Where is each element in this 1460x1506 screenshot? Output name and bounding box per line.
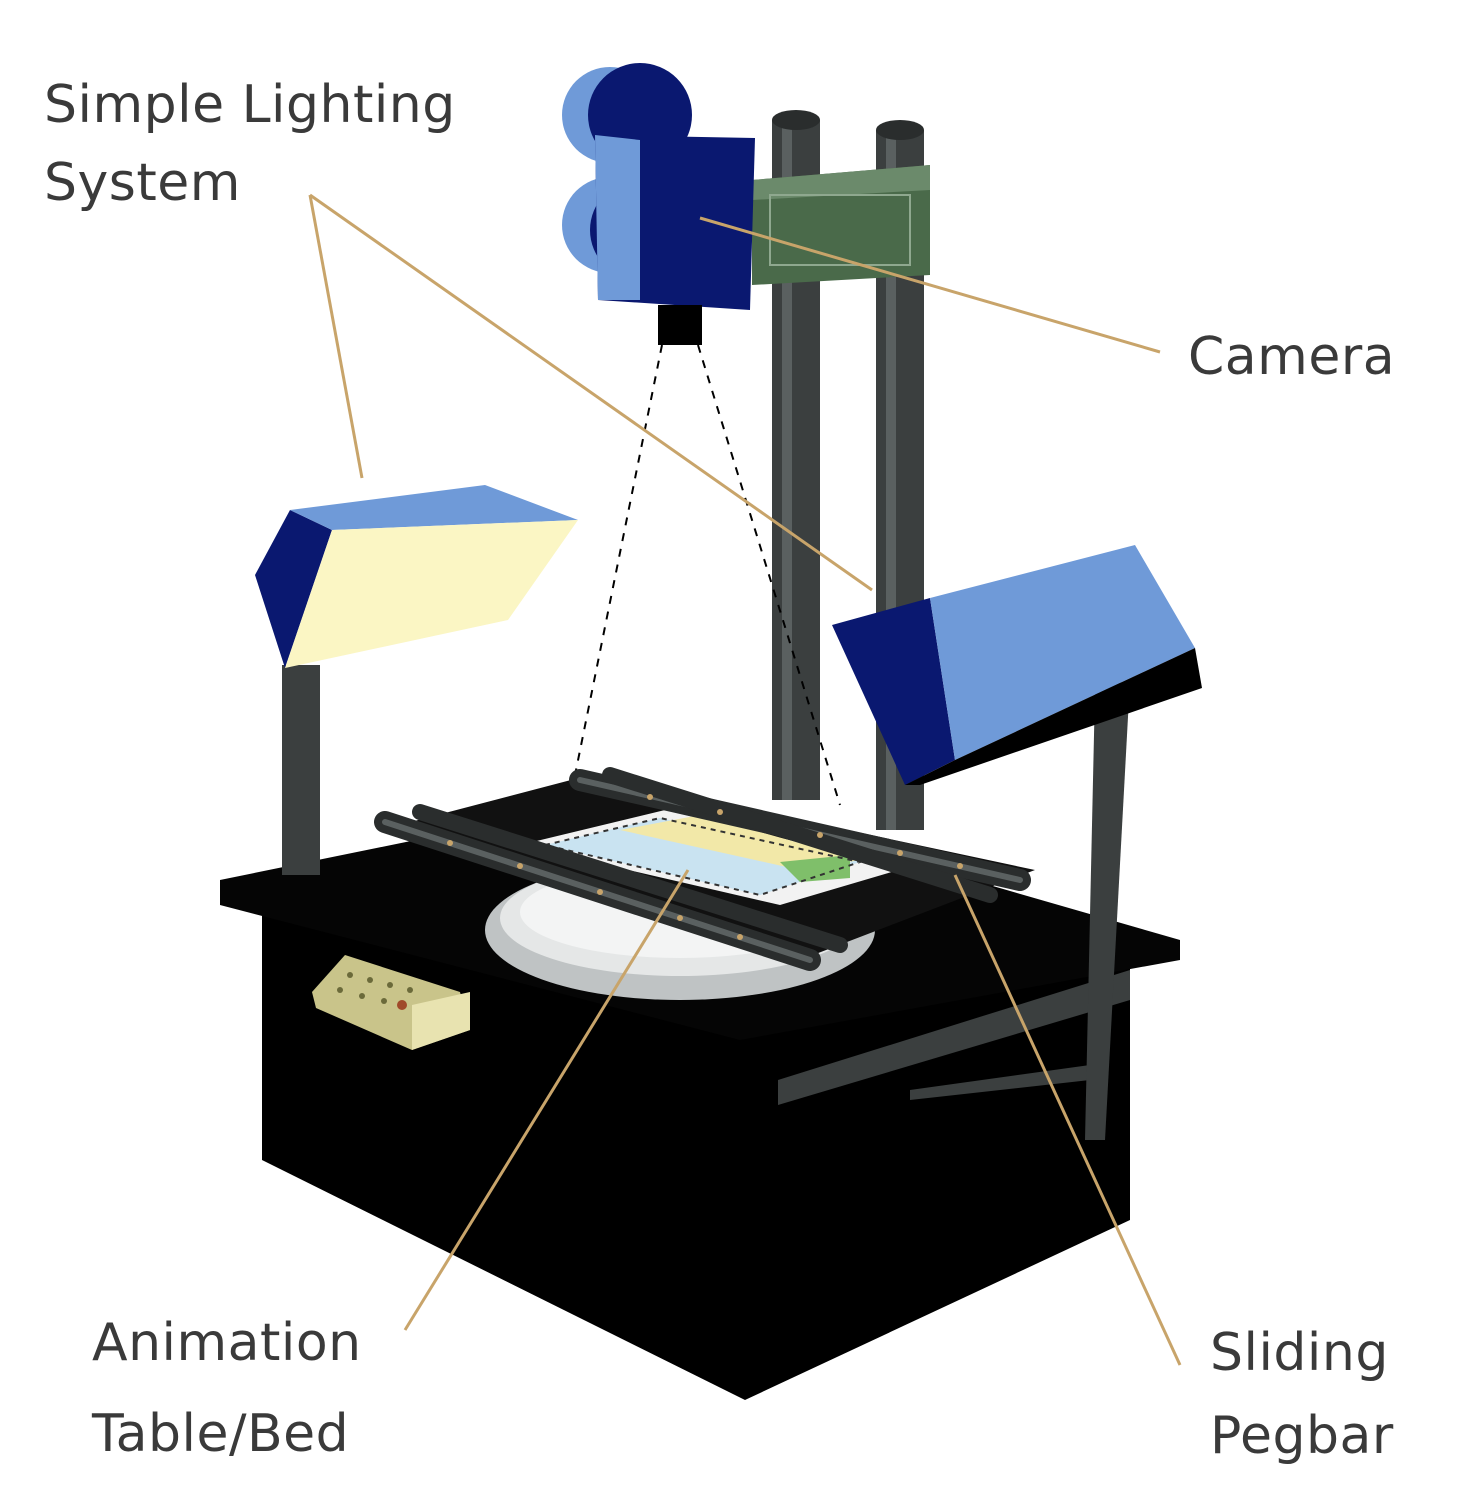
sliding-pegbars: [374, 767, 1031, 971]
lighting-label-line2: System: [44, 153, 241, 213]
sliding-pegbar-label: Sliding Pegbar: [1210, 1312, 1394, 1478]
camera-mount: [752, 165, 930, 285]
simple-lighting-system-label: Simple Lighting System: [44, 66, 456, 222]
lighting-label-line1: Simple Lighting: [44, 75, 456, 135]
right-lamp: [832, 545, 1202, 1140]
pegbar-label-line1: Sliding: [1210, 1323, 1389, 1383]
leader-lines: [308, 193, 1182, 1366]
left-lamp: [255, 485, 578, 875]
animation-table-label: Animation Table/Bed: [92, 1298, 362, 1480]
pegbar-label-line2: Pegbar: [1210, 1406, 1394, 1467]
control-panel: [312, 955, 470, 1050]
animation-label-line2: Table/Bed: [92, 1404, 350, 1464]
animation-table: [380, 775, 1035, 960]
camera-view-lines: [571, 344, 841, 806]
camera-label: Camera: [1188, 327, 1396, 387]
animation-label-line1: Animation: [92, 1313, 362, 1373]
camera: [562, 63, 755, 345]
